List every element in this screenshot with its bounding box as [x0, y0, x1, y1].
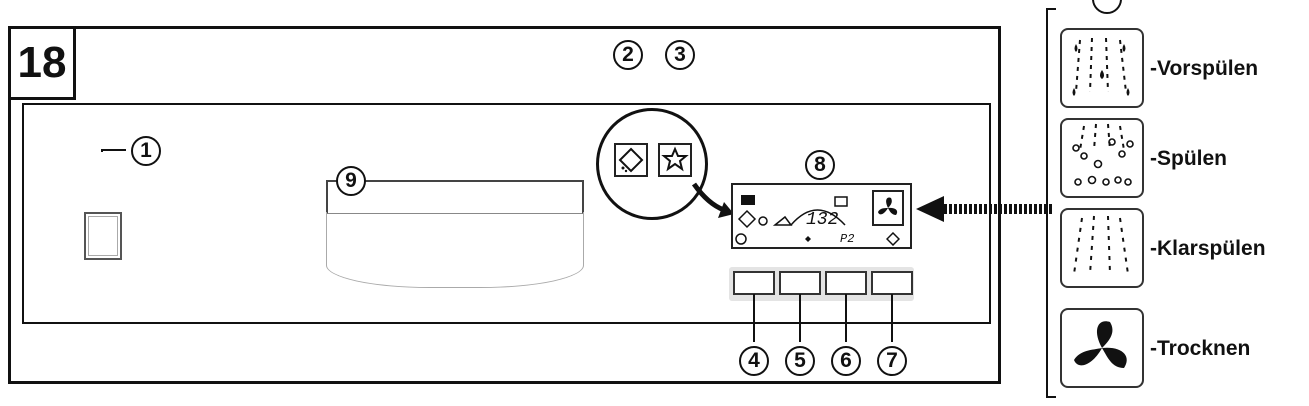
callout-3: 3: [665, 40, 695, 70]
start-indicator-icon: [886, 232, 900, 246]
button-leaders: [753, 294, 893, 342]
button-7[interactable]: [871, 271, 913, 295]
callout-8: 8: [805, 150, 835, 180]
button-6[interactable]: [825, 271, 867, 295]
legend-tile-dry: [1060, 308, 1144, 388]
display-symbols: [735, 195, 848, 245]
button-5[interactable]: [779, 271, 821, 295]
drying-fan-icon: [1074, 321, 1127, 368]
display-readout: 132: [806, 210, 839, 230]
display-program: P2: [840, 232, 855, 246]
callout-1: 1: [131, 136, 161, 166]
callout-1-leader: [101, 149, 126, 152]
zoom-arrow: [691, 182, 734, 218]
salt-icon: [658, 143, 692, 177]
step-number: 18: [8, 26, 76, 100]
wash-bubbles-icon: [1072, 123, 1134, 186]
legend-tile-rinse: [1060, 208, 1144, 288]
callout-9: 9: [336, 166, 366, 196]
callout-6: 6: [831, 346, 861, 376]
button-4[interactable]: [733, 271, 775, 295]
legend-label-rinse: -Klarspülen: [1150, 237, 1266, 260]
legend-bracket: [1046, 8, 1056, 398]
prerinse-spray-drops-icon: [1072, 37, 1130, 96]
callout-7: 7: [877, 346, 907, 376]
rinse-spray-icon: [1073, 215, 1129, 275]
legend-arrow: [916, 196, 1052, 222]
legend-label-dry: -Trocknen: [1150, 337, 1251, 360]
rinse-aid-icon: [614, 143, 648, 177]
callout-4: 4: [739, 346, 769, 376]
door-handle-recess: [326, 212, 584, 288]
callout-2: 2: [613, 40, 643, 70]
legend-label-wash: -Spülen: [1150, 147, 1227, 170]
legend-tile-prerinse: [1060, 28, 1144, 108]
legend-label-prerinse: -Vorspülen: [1150, 57, 1259, 80]
door-handle[interactable]: [326, 180, 584, 214]
legend-tile-wash: [1060, 118, 1144, 198]
dry-fan-indicator: [872, 190, 904, 226]
door-switch[interactable]: [84, 212, 122, 260]
legend-callout: [1092, 0, 1122, 14]
callout-5: 5: [785, 346, 815, 376]
